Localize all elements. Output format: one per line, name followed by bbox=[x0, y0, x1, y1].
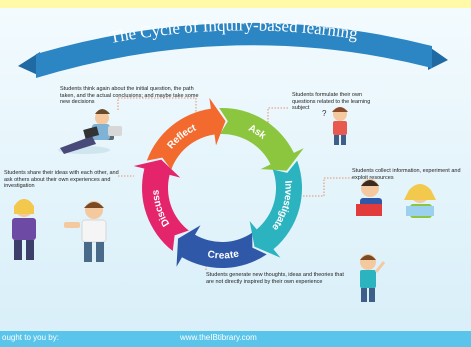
student-ask-illustration: ? bbox=[322, 107, 348, 145]
connector-reflect bbox=[117, 97, 197, 122]
cycle-arrow-reflect bbox=[146, 97, 226, 170]
cycle-arrow-create bbox=[176, 225, 267, 269]
cycle-arrow-discuss bbox=[133, 159, 189, 252]
book-icon bbox=[356, 204, 382, 216]
connector-ask bbox=[267, 107, 288, 128]
book-icon-2 bbox=[406, 206, 434, 216]
student-investigate-illustration bbox=[356, 179, 436, 218]
note-discuss: Students share their ideas with each oth… bbox=[4, 170, 119, 190]
student-reflect-illustration bbox=[58, 109, 122, 154]
note-create: Students generate new thoughts, ideas an… bbox=[206, 272, 344, 285]
note-investigate: Students collect information, experiment… bbox=[352, 168, 461, 181]
question-mark-icon: ? bbox=[322, 109, 327, 118]
footer-url[interactable]: www.theIBtibrary.com bbox=[180, 333, 257, 342]
student-create-illustration bbox=[360, 254, 386, 302]
footer-bar: ought to you by: www.theIBtibrary.com bbox=[0, 331, 471, 347]
stage-label-create: Create bbox=[207, 248, 241, 261]
footer-credit: ought to you by: bbox=[2, 333, 59, 342]
note-reflect: Students think again about the initial q… bbox=[60, 86, 199, 106]
note-ask: Students formulate their own questions r… bbox=[292, 92, 371, 112]
connector-investigate bbox=[300, 177, 352, 197]
laptop-icon bbox=[108, 126, 122, 136]
student-discuss-illustration bbox=[12, 199, 107, 262]
cycle-arrow-investigate bbox=[249, 160, 303, 258]
top-strip bbox=[0, 0, 471, 8]
banner-tail-left bbox=[18, 52, 40, 76]
banner-ribbon bbox=[36, 22, 432, 78]
banner-tail-right bbox=[428, 46, 448, 70]
title-banner: The Cycle of Inquiry-based learning bbox=[18, 15, 448, 78]
cycle-arrow-ask bbox=[219, 108, 304, 171]
